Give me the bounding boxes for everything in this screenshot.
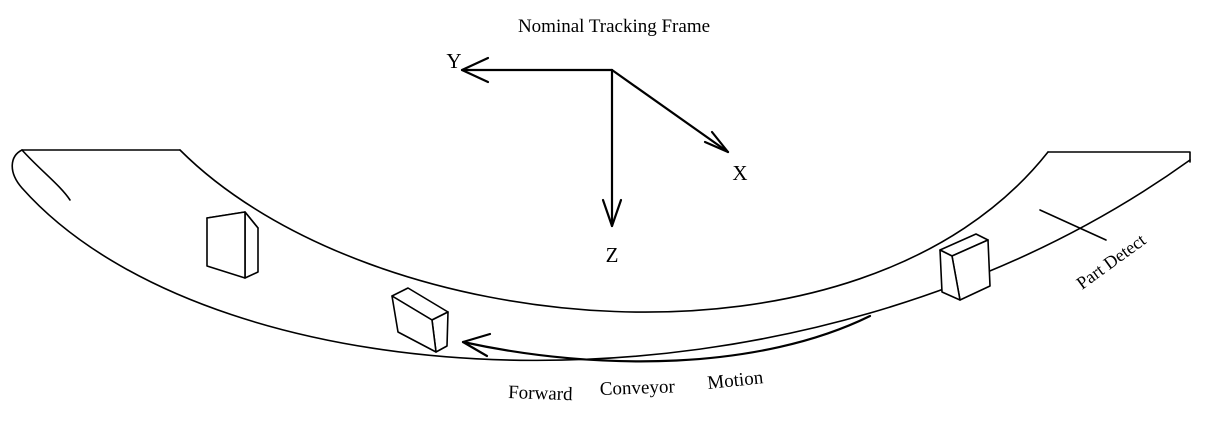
conveyor-belt xyxy=(11,149,1191,362)
part-detect-label: Part Detect xyxy=(1073,230,1150,293)
z-axis-arrowhead xyxy=(601,198,623,228)
part-box-1 xyxy=(206,211,259,279)
x-axis-arrowhead xyxy=(703,130,730,154)
belt-outer-edge xyxy=(11,149,1191,362)
part-2-front xyxy=(391,295,437,353)
y-axis-label: Y xyxy=(446,49,461,73)
belt-left-rim xyxy=(21,149,71,201)
belt-inner-edge xyxy=(179,149,1049,313)
x-axis-label: X xyxy=(732,161,747,185)
x-axis xyxy=(610,68,730,154)
belt-right-end xyxy=(1047,151,1191,163)
part-box-3 xyxy=(939,233,991,301)
y-axis-arrowhead xyxy=(460,56,490,84)
part-detect-sensor: Part Detect xyxy=(1039,209,1150,293)
motion-label-motion: Motion xyxy=(706,367,764,394)
motion-label-conveyor: Conveyor xyxy=(599,376,675,400)
z-axis-label: Z xyxy=(606,243,619,267)
part-3-front xyxy=(939,249,961,301)
part-1-front xyxy=(206,211,246,279)
motion-label-forward: Forward xyxy=(508,382,574,405)
part-detect-line xyxy=(1039,209,1107,241)
part-1-side xyxy=(244,211,259,279)
conveyor-motion-arrow: Forward Conveyor Motion xyxy=(461,314,872,405)
part-box-2 xyxy=(391,287,449,353)
tracking-frame-axes: Y X Z xyxy=(446,49,747,267)
motion-arrow-head xyxy=(461,332,492,358)
frame-title: Nominal Tracking Frame xyxy=(518,16,710,37)
motion-arrow-shaft xyxy=(461,314,872,363)
